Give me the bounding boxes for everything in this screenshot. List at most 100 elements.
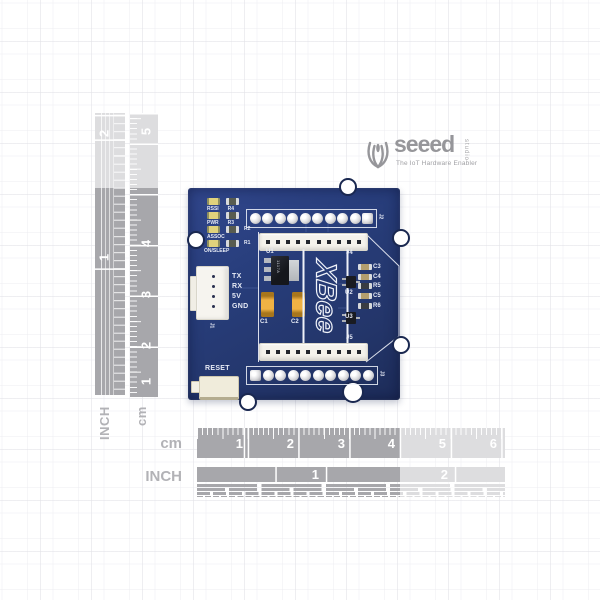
silk-label-u1: U1: [266, 249, 274, 255]
grove-pin: [212, 295, 215, 298]
silk-label-rx: RX: [232, 283, 243, 290]
ruler-number: 6: [489, 436, 497, 451]
ruler-dashes-eighth: [197, 492, 505, 495]
ruler-ticks-cm: [130, 113, 158, 397]
socket-pin-hole: [286, 240, 291, 244]
ruler-left-cm-label: cm: [134, 406, 149, 426]
through-hole-pad: [299, 213, 311, 224]
silk-label-u3: U3: [345, 314, 353, 320]
through-hole-pad: [312, 370, 324, 381]
through-hole-pad: [300, 370, 312, 381]
silk-label-u2: U2: [345, 290, 353, 296]
silk-label-c1: C1: [260, 319, 268, 325]
through-hole-pad: [350, 370, 362, 381]
u1-lead: [264, 276, 272, 281]
u1-lead: [264, 258, 272, 263]
mounting-notch-bottom-left: [239, 393, 257, 411]
through-hole-pad: [262, 370, 274, 381]
through-hole-pad: [362, 370, 374, 381]
led-rssi: [207, 198, 220, 205]
ruler-bottom-inch: 1 2: [197, 467, 505, 497]
ruler-left-inch: 2 1: [95, 113, 125, 395]
pad-row-pads: [247, 210, 376, 227]
socket-pin-hole: [356, 240, 361, 244]
silk-label-j1: J1: [208, 322, 215, 329]
ruler-number: 1: [311, 467, 319, 482]
through-hole-pad: [287, 370, 299, 381]
through-hole-pad: [337, 213, 349, 224]
ruler-ticks-inch: [197, 467, 505, 482]
ruler-number: 2: [96, 129, 112, 138]
resistor-r5: [358, 283, 372, 289]
xbee-socket-j5: [259, 343, 368, 361]
silk-label-j4: J4: [346, 250, 353, 256]
mounting-notch-bottom-center: [342, 381, 364, 403]
u1-marking: 1117A: [276, 260, 281, 274]
through-hole-pad: [250, 370, 261, 381]
capacitor-c3: [358, 264, 372, 270]
ruler-left-inch-label: INCH: [97, 406, 112, 440]
pcb-board: RSSI R4 PWR R3 R2 ASSOC R1 ON/SLEEP J2: [187, 178, 410, 411]
ruler-number: 5: [138, 127, 154, 136]
socket-pins: [260, 234, 367, 250]
ruler-number: 2: [440, 467, 448, 482]
xbee-logo-text: XBee: [309, 258, 342, 336]
ruler-ticks-inch: [95, 113, 125, 395]
silk-label-pwr: PWR: [207, 219, 219, 226]
through-hole-pad: [312, 213, 324, 224]
silk-label-r5: R5: [373, 283, 381, 289]
silk-label-c3: C3: [373, 264, 381, 270]
mounting-notch-left: [187, 231, 205, 249]
capacitor-c4: [358, 274, 372, 280]
silk-label-r3: R3: [227, 219, 235, 226]
through-hole-pad: [361, 213, 373, 224]
resistor-r4: [226, 198, 239, 205]
xbee-socket-j4: [259, 233, 368, 251]
through-hole-pad: [262, 213, 274, 224]
through-hole-pad: [287, 213, 299, 224]
silk-label-c5: C5: [373, 293, 381, 299]
resistor-r3: [226, 212, 239, 219]
through-hole-pad: [250, 213, 261, 224]
u1-regulator-chip: 1117A: [271, 256, 289, 285]
silk-label-tx: TX: [232, 273, 242, 280]
socket-pin-hole: [336, 350, 341, 354]
ruler-number: 5: [438, 436, 446, 451]
u1-lead: [264, 267, 272, 272]
transistor-u3: [342, 312, 360, 324]
led-row-assoc: [207, 226, 239, 233]
silk-label-gnd: GND: [232, 303, 249, 310]
led-row-rssi: [207, 198, 239, 205]
socket-pin-hole: [266, 240, 270, 244]
silk-label-rssi: RSSI: [207, 205, 219, 212]
socket-pin-hole: [306, 350, 311, 354]
silk-label-row: RSSI R4: [207, 205, 234, 212]
silk-label-r1: R1: [244, 240, 251, 246]
transistor-u2: [342, 276, 360, 288]
ruler-number: 1: [96, 253, 112, 262]
led-assoc: [207, 226, 220, 233]
silk-label-assoc: ASSOC: [207, 234, 225, 240]
ruler-dashes-16th: [197, 495, 505, 497]
ruler-left-cm: 4 5 3 2 1: [130, 113, 158, 397]
through-hole-pad: [325, 370, 337, 381]
resistor-r6: [358, 303, 372, 309]
socket-pins: [260, 344, 367, 360]
socket-pin-hole: [346, 350, 351, 354]
silk-label-c4: C4: [373, 274, 381, 280]
ruler-dashes-quarter: [197, 488, 505, 491]
grove-pin: [212, 285, 215, 288]
ruler-number: 4: [138, 239, 154, 248]
silk-label-r6: R6: [373, 303, 381, 309]
socket-pin-hole: [336, 240, 341, 244]
socket-pin-hole: [316, 350, 321, 354]
mounting-notch-right-upper: [392, 229, 410, 247]
ruler-number: 3: [337, 436, 345, 451]
silk-label-reset: RESET: [205, 365, 230, 372]
socket-pin-hole: [326, 350, 331, 354]
pad-row-j3: [246, 366, 378, 385]
socket-pin-hole: [276, 350, 281, 354]
mounting-notch-right-lower: [392, 336, 410, 354]
capacitor-c2: [292, 292, 305, 317]
silk-label-r2: R2: [244, 226, 251, 232]
